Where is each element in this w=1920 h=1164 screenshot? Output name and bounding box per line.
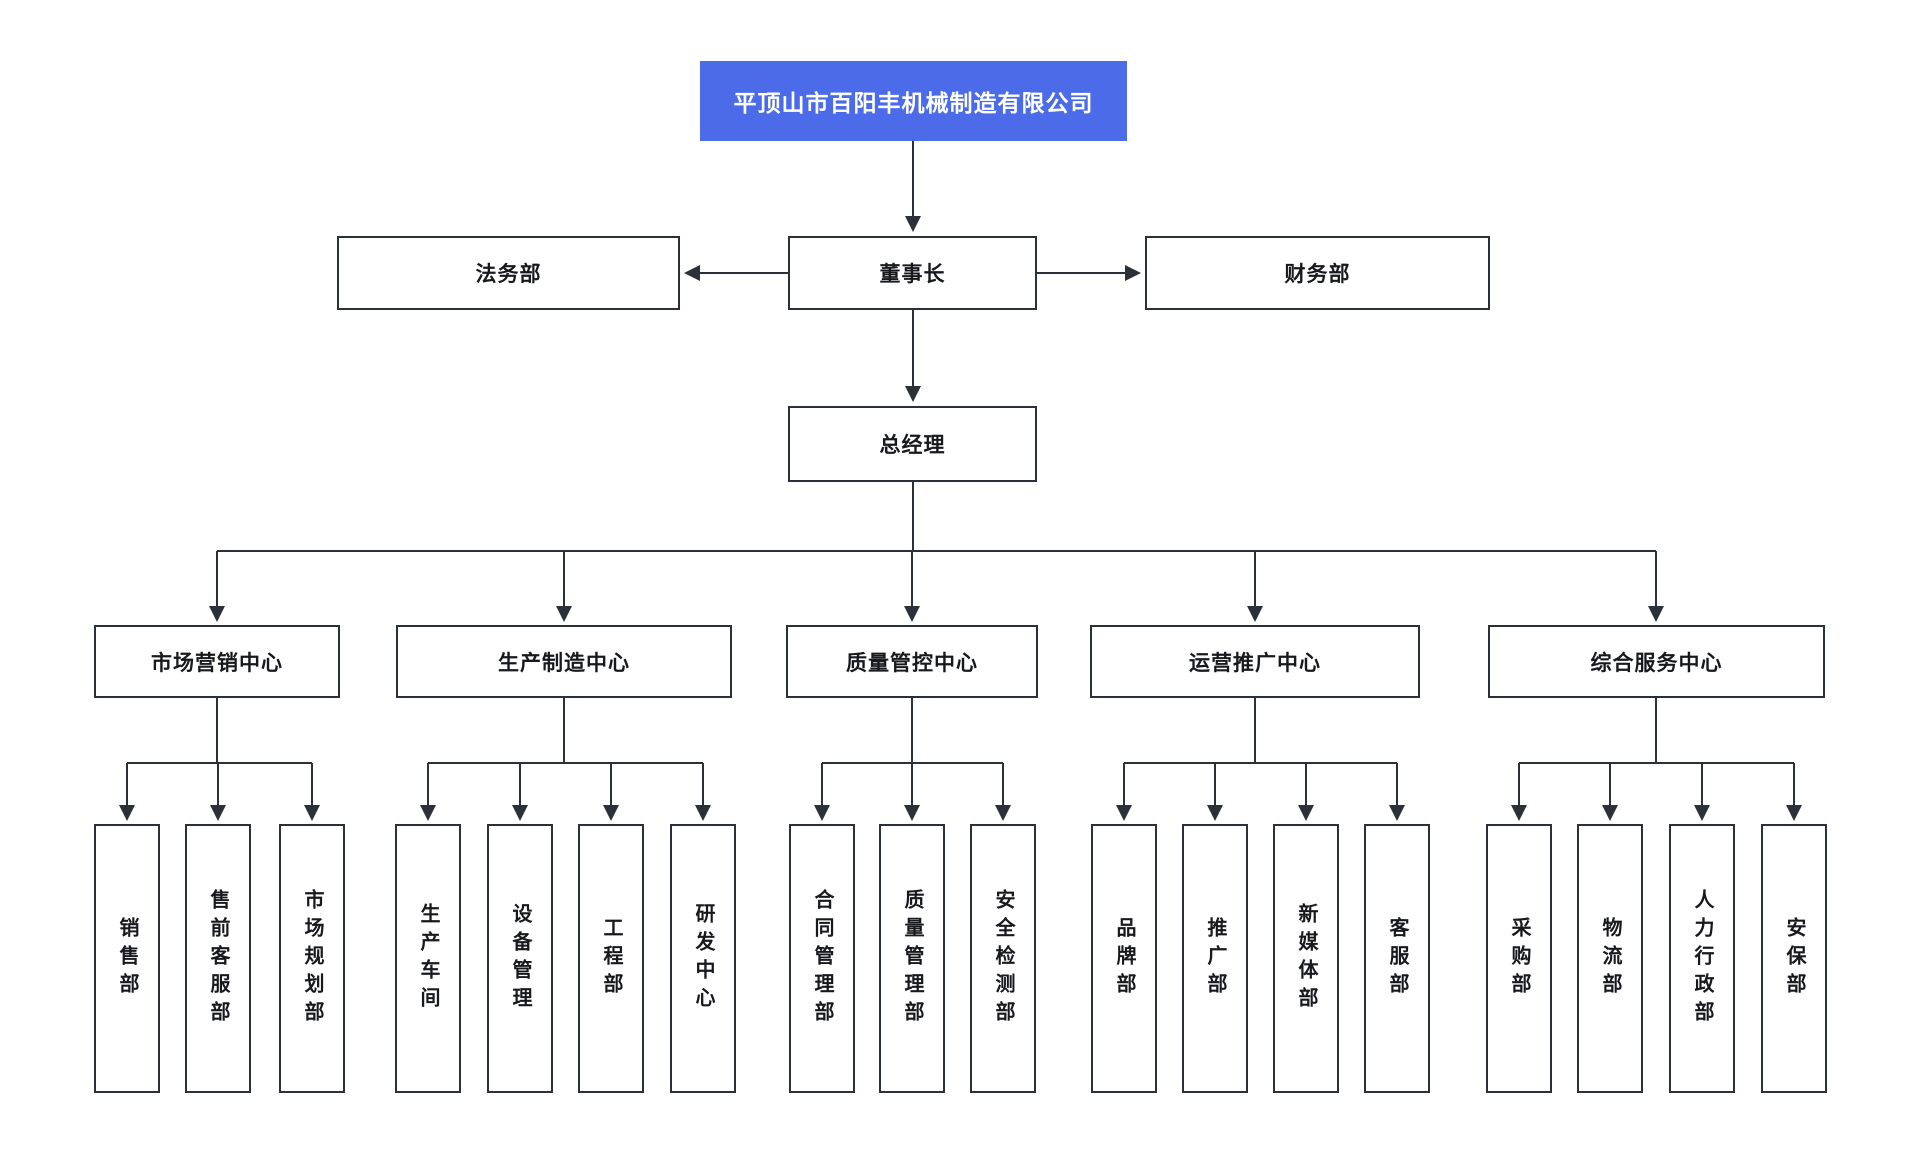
node-dept-logistics: 物流部 xyxy=(1577,824,1643,1093)
node-legal-dept: 法务部 xyxy=(337,236,680,310)
node-center-operations: 运营推广中心 xyxy=(1090,625,1420,698)
node-center-marketing: 市场营销中心 xyxy=(94,625,340,698)
node-dept-rnd-center: 研发中心 xyxy=(670,824,736,1093)
node-center-services: 综合服务中心 xyxy=(1488,625,1825,698)
node-general-manager: 总经理 xyxy=(788,406,1037,482)
node-dept-engineering: 工程部 xyxy=(578,824,644,1093)
node-dept-market-planning: 市场规划部 xyxy=(279,824,345,1093)
node-dept-procurement: 采购部 xyxy=(1486,824,1552,1093)
node-chairman: 董事长 xyxy=(788,236,1037,310)
node-dept-safety-inspection: 安全检测部 xyxy=(970,824,1036,1093)
node-dept-production-workshop: 生产车间 xyxy=(395,824,461,1093)
node-dept-promotion: 推广部 xyxy=(1182,824,1248,1093)
node-center-quality: 质量管控中心 xyxy=(786,625,1038,698)
node-dept-presales-service: 售前客服部 xyxy=(185,824,251,1093)
node-dept-customer-service: 客服部 xyxy=(1364,824,1430,1093)
node-dept-quality-management: 质量管理部 xyxy=(879,824,945,1093)
node-dept-new-media: 新媒体部 xyxy=(1273,824,1339,1093)
node-dept-security: 安保部 xyxy=(1761,824,1827,1093)
node-finance-dept: 财务部 xyxy=(1145,236,1490,310)
node-dept-hr-admin: 人力行政部 xyxy=(1669,824,1735,1093)
node-center-production: 生产制造中心 xyxy=(396,625,732,698)
node-dept-brand: 品牌部 xyxy=(1091,824,1157,1093)
node-dept-contract-management: 合同管理部 xyxy=(789,824,855,1093)
node-dept-sales: 销售部 xyxy=(94,824,160,1093)
node-dept-equipment-management: 设备管理 xyxy=(487,824,553,1093)
node-company-root: 平顶山市百阳丰机械制造有限公司 xyxy=(700,61,1127,141)
